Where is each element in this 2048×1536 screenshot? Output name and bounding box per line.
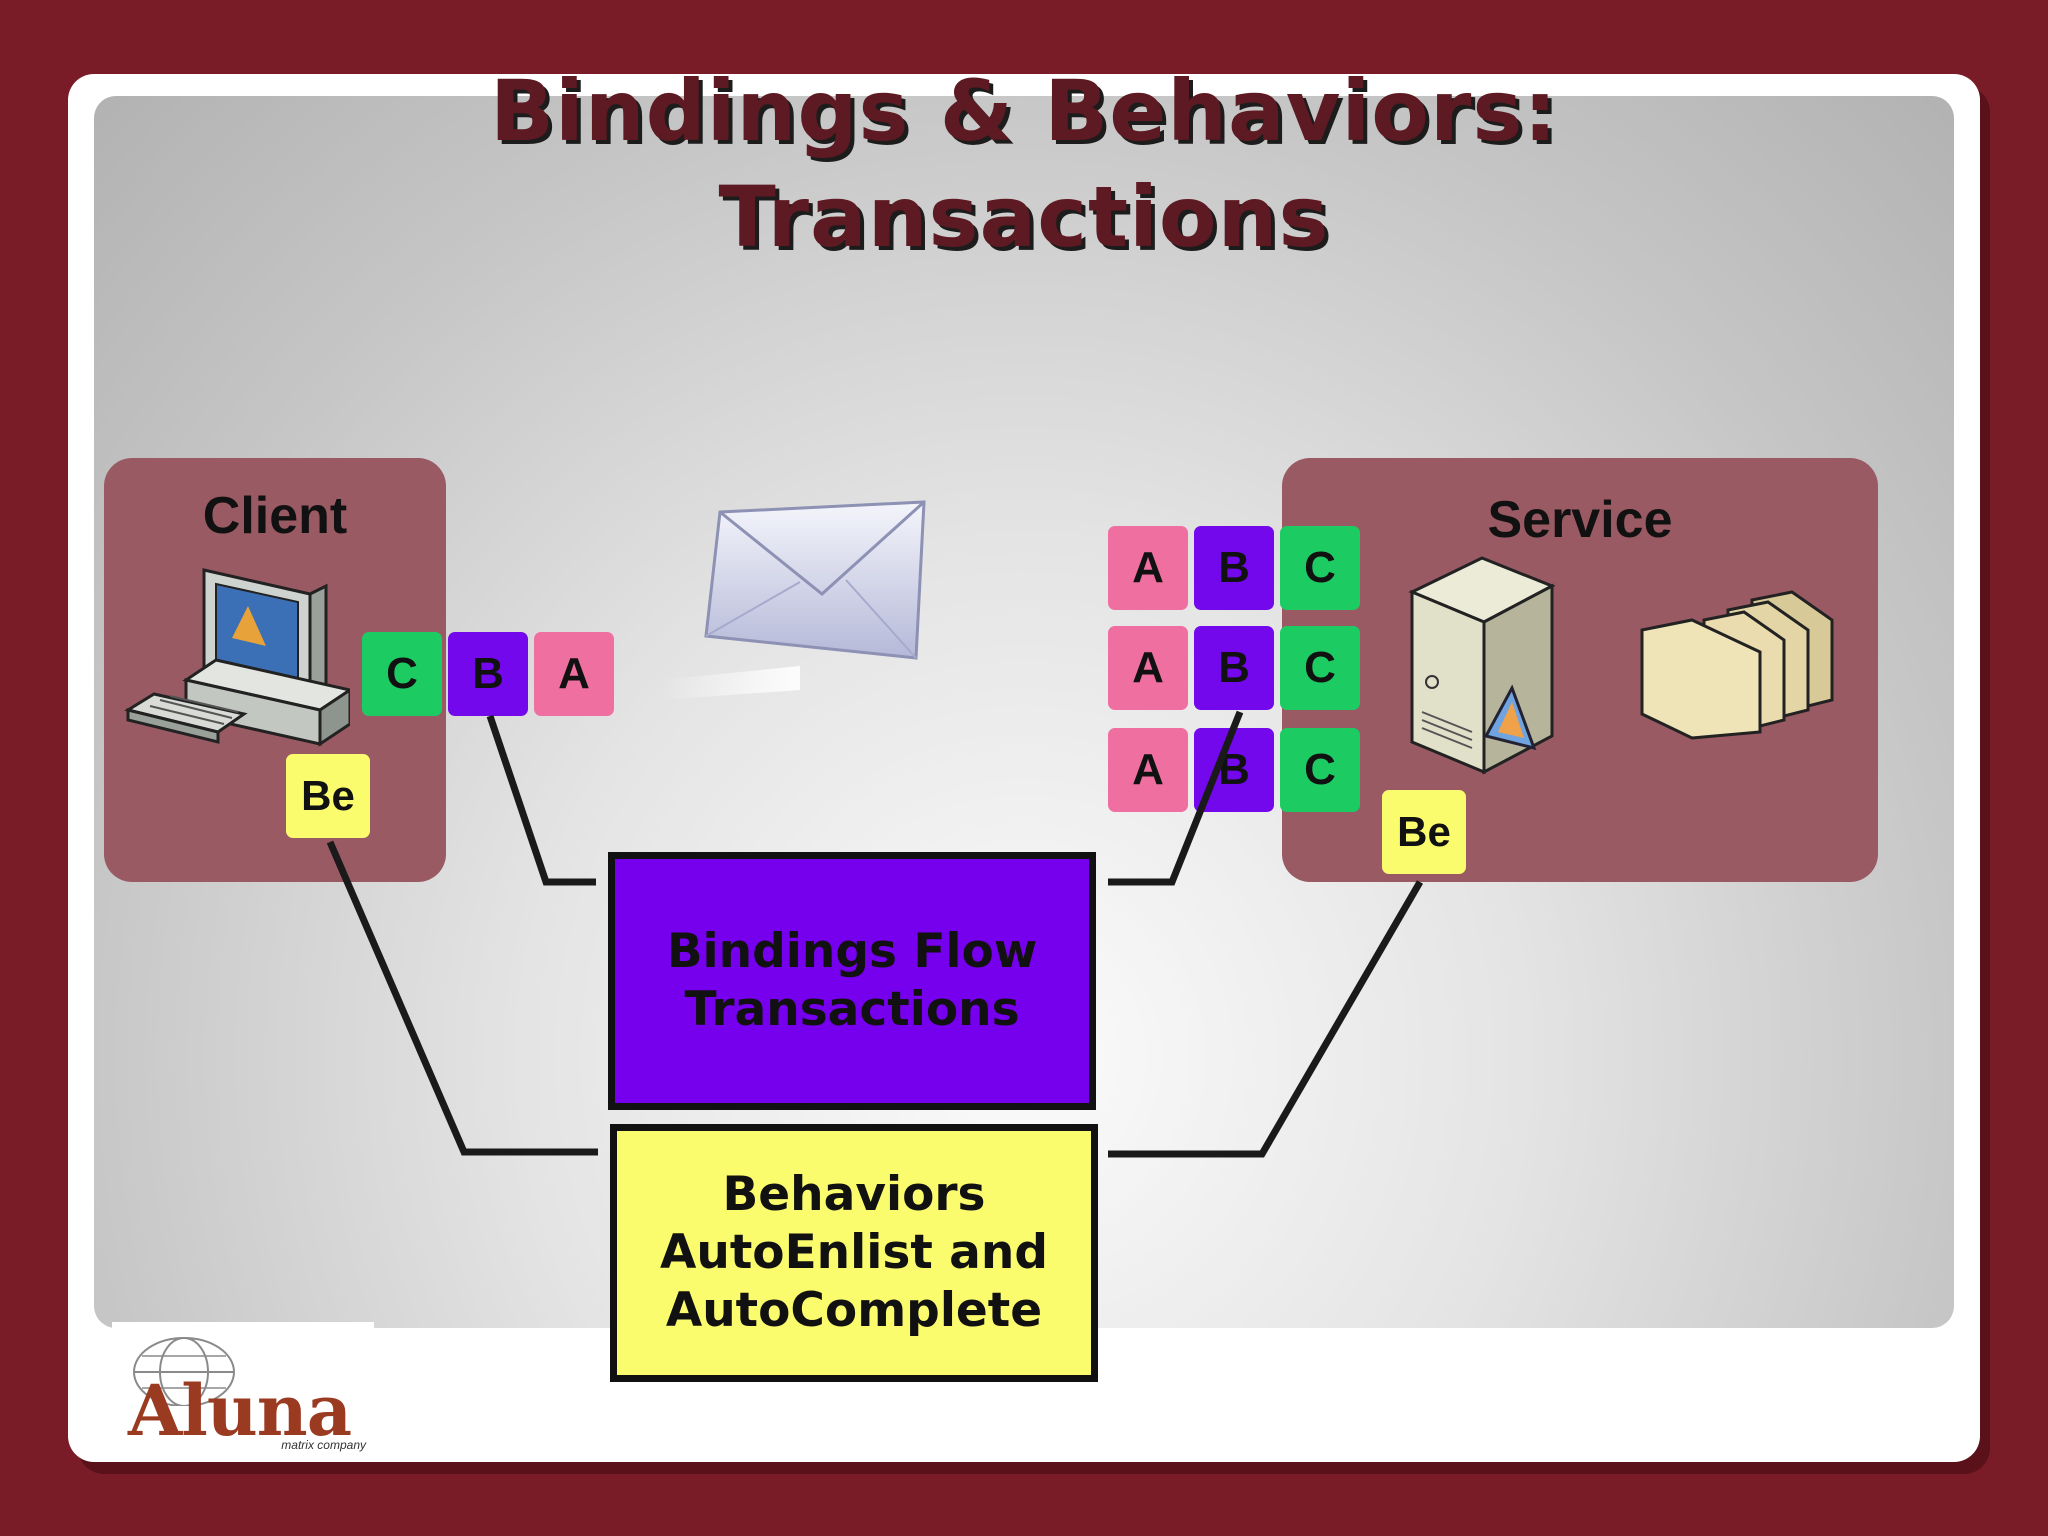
bindings-box-text: Bindings Flow Transactions (666, 924, 1038, 1037)
behaviors-box-text: Behaviors AutoEnlist and AutoComplete (659, 1167, 1048, 1338)
title-line-2: Transactions (718, 168, 1330, 266)
globe-logo-icon (133, 1337, 235, 1406)
bindings-box: Bindings Flow Transactions (608, 852, 1096, 1110)
service-label: Service (1487, 491, 1673, 549)
client-behavior-tile: Be (286, 754, 370, 838)
computer-icon (124, 568, 350, 747)
client-tile-a: A (534, 632, 614, 716)
service-behavior-tile: Be (1382, 790, 1466, 874)
service-tile-b-row1: B (1194, 526, 1274, 610)
service-tile-b-row3: B (1194, 728, 1274, 812)
folders-icon (1640, 590, 1834, 740)
behaviors-box: Behaviors AutoEnlist and AutoComplete (610, 1124, 1098, 1382)
service-tile-c-row1: C (1280, 526, 1360, 610)
logo-name: Aluna (128, 1369, 352, 1452)
service-tile-a-row2: A (1108, 626, 1188, 710)
aluna-logo: Aluna matrix company (112, 1322, 374, 1458)
client-label: Client (202, 487, 348, 545)
client-tile-c: C (362, 632, 442, 716)
title-line-1: Bindings & Behaviors: (490, 62, 1558, 160)
service-tile-c-row2: C (1280, 626, 1360, 710)
logo-tagline: matrix company (281, 1438, 366, 1452)
server-icon (1408, 556, 1556, 775)
service-tile-a-row1: A (1108, 526, 1188, 610)
slide-title: Bindings & Behaviors: Transactions (0, 58, 2048, 270)
service-tile-b-row2: B (1194, 626, 1274, 710)
client-tile-b: B (448, 632, 528, 716)
envelope-icon (660, 500, 926, 700)
service-tile-a-row3: A (1108, 728, 1188, 812)
service-tile-c-row3: C (1280, 728, 1360, 812)
